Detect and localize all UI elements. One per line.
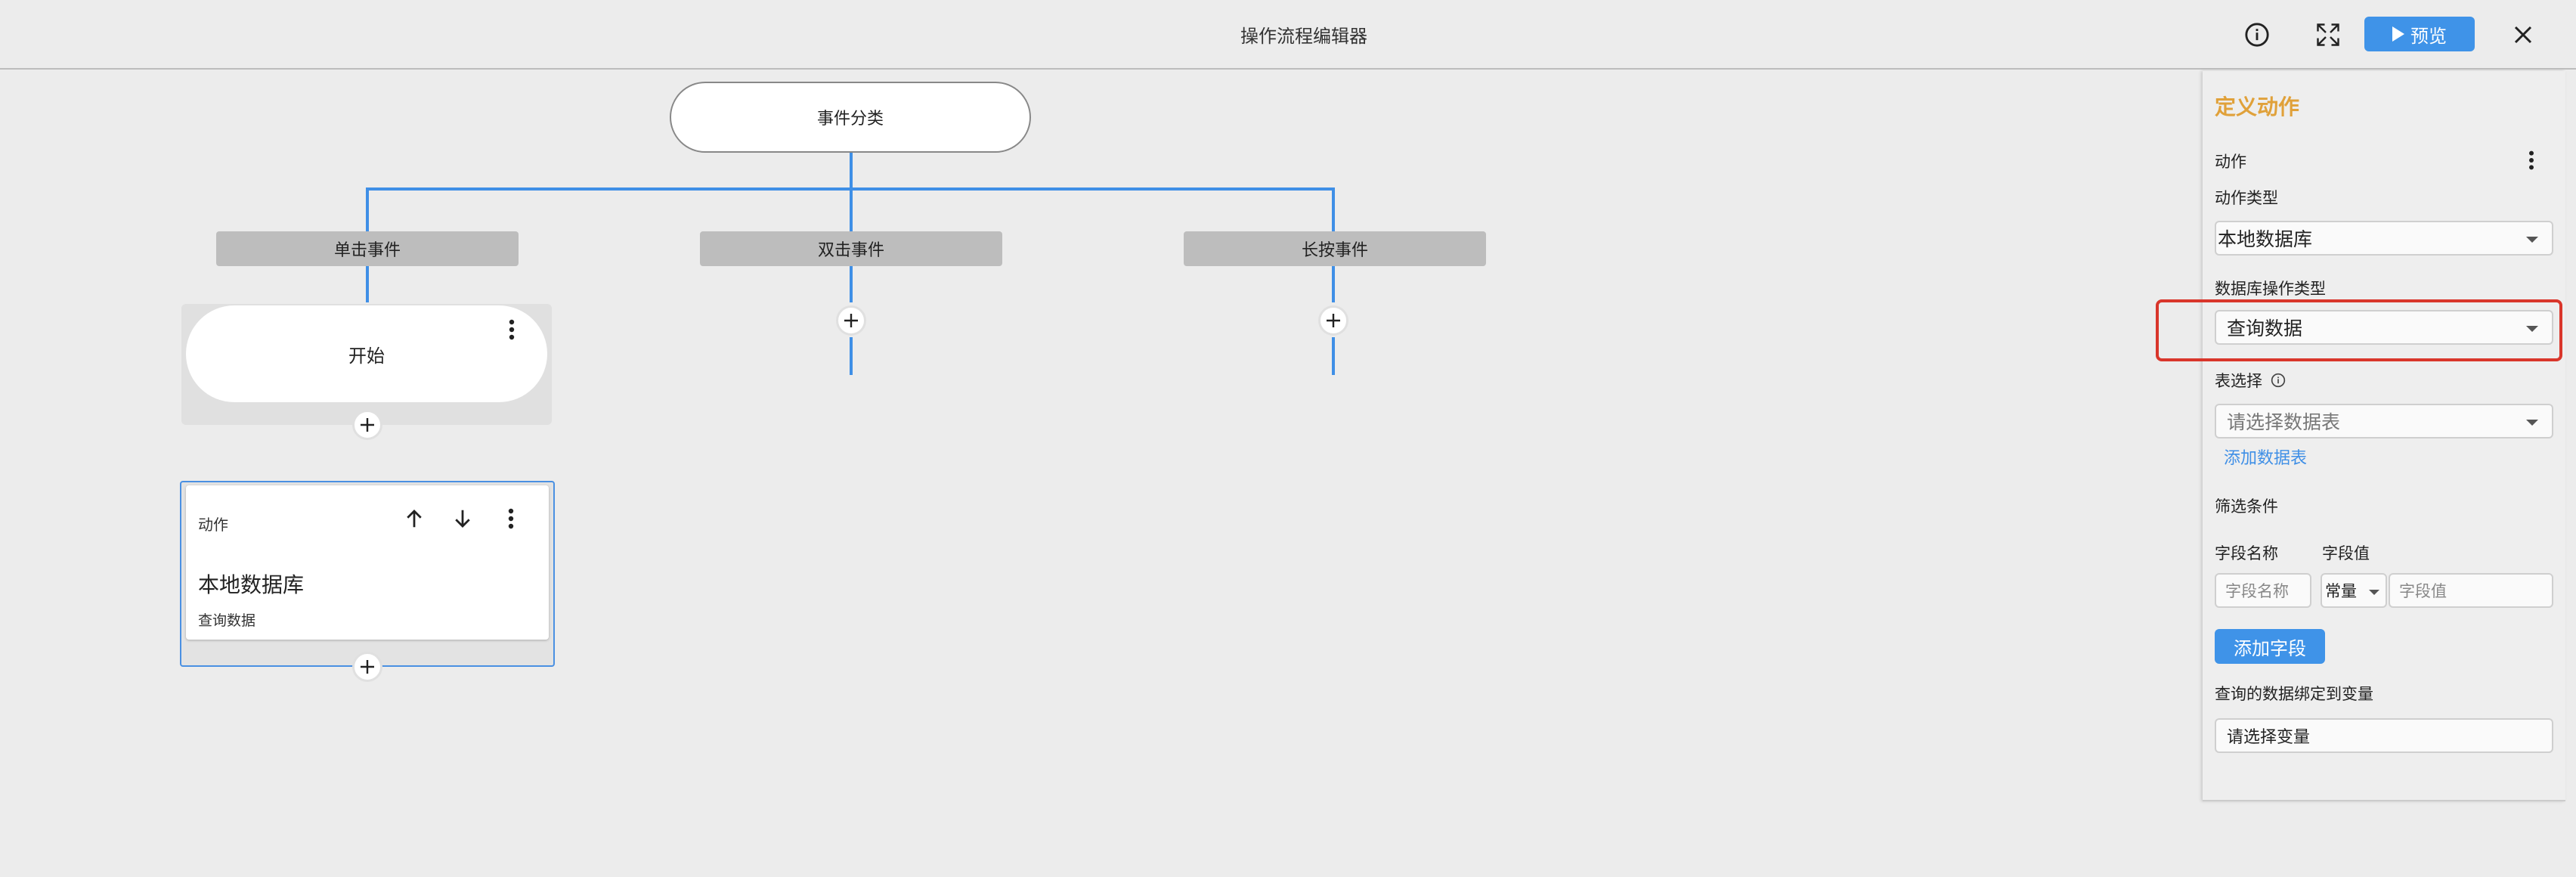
add-node-button[interactable] [1318, 305, 1348, 336]
field-value-label: 字段值 [2322, 544, 2370, 562]
start-node-more-icon[interactable] [500, 315, 523, 345]
plus-icon [1327, 314, 1340, 327]
chevron-down-icon [2369, 590, 2379, 595]
field-value-placeholder: 字段值 [2399, 582, 2447, 600]
action-node-more-icon[interactable] [496, 502, 526, 535]
move-up-icon[interactable] [399, 502, 429, 535]
event-node-double-click[interactable]: 双击事件 [700, 231, 1002, 266]
action-type-select[interactable]: 本地数据库 [2215, 221, 2553, 256]
value-type-value: 常量 [2325, 582, 2357, 600]
field-name-label: 字段名称 [2215, 544, 2278, 562]
add-node-button[interactable] [836, 305, 866, 336]
plus-icon [361, 418, 374, 432]
plus-icon [361, 660, 374, 674]
play-icon [2392, 26, 2404, 42]
move-down-icon[interactable] [447, 502, 478, 535]
bind-variable-placeholder: 请选择变量 [2227, 728, 2311, 747]
table-label: 表选择 [2215, 369, 2286, 392]
properties-panel: 定义动作 动作 动作类型 本地数据库 数据库操作类型 查询数据 表选择 请选择数… [2203, 71, 2565, 801]
info-icon[interactable] [2239, 17, 2275, 53]
close-icon[interactable] [2505, 17, 2541, 53]
panel-more-icon[interactable] [2520, 145, 2543, 175]
event-node-click[interactable]: 单击事件 [216, 231, 519, 266]
field-name-input[interactable]: 字段名称 [2215, 573, 2311, 608]
connector-line [1332, 337, 1335, 375]
preview-button[interactable]: 预览 [2364, 17, 2475, 51]
root-node-label: 事件分类 [816, 110, 884, 129]
value-type-select[interactable]: 常量 [2321, 573, 2387, 608]
preview-button-label: 预览 [2410, 25, 2447, 47]
add-table-link[interactable]: 添加数据表 [2224, 449, 2308, 468]
add-field-button[interactable]: 添加字段 [2215, 629, 2325, 664]
chevron-down-icon [2526, 237, 2538, 243]
event-node-label: 双击事件 [817, 241, 884, 260]
add-node-button[interactable] [352, 410, 382, 440]
event-node-label: 单击事件 [333, 241, 401, 260]
bind-variable-label: 查询的数据绑定到变量 [2215, 685, 2373, 703]
highlight-box [2156, 299, 2562, 361]
flow-canvas [0, 71, 2201, 877]
db-op-select[interactable]: 查询数据 [2215, 310, 2553, 345]
info-icon[interactable] [2271, 373, 2286, 392]
page-title: 操作流程编辑器 [1240, 26, 1367, 47]
chevron-down-icon [2526, 326, 2538, 332]
root-node[interactable]: 事件分类 [670, 82, 1031, 153]
chevron-down-icon [2526, 420, 2538, 426]
filter-label: 筛选条件 [2215, 497, 2278, 516]
db-op-label: 数据库操作类型 [2215, 280, 2326, 298]
action-node-title: 本地数据库 [198, 572, 305, 597]
table-label-text: 表选择 [2215, 372, 2262, 390]
action-node-subtitle: 查询数据 [198, 612, 256, 629]
action-node-card[interactable]: 动作 本地数据库 查询数据 [186, 485, 549, 640]
top-bar: 操作流程编辑器 预览 [0, 0, 2576, 70]
add-node-button[interactable] [352, 652, 382, 682]
field-value-input[interactable]: 字段值 [2389, 573, 2553, 608]
connector-line [850, 153, 853, 187]
add-field-button-label: 添加字段 [2234, 637, 2306, 659]
fullscreen-icon[interactable] [2310, 17, 2346, 53]
start-node[interactable]: 开始 [186, 305, 547, 402]
db-op-value: 查询数据 [2227, 318, 2303, 339]
panel-heading: 定义动作 [2215, 95, 2300, 119]
start-node-label: 开始 [348, 345, 385, 367]
action-node-label: 动作 [198, 516, 228, 534]
action-label: 动作 [2215, 153, 2246, 171]
field-name-placeholder: 字段名称 [2225, 582, 2289, 600]
event-node-label: 长按事件 [1301, 241, 1368, 260]
event-node-long-press[interactable]: 长按事件 [1184, 231, 1486, 266]
bind-variable-select[interactable]: 请选择变量 [2215, 718, 2553, 753]
table-select-placeholder: 请选择数据表 [2227, 411, 2341, 433]
action-type-value: 本地数据库 [2218, 228, 2313, 250]
plus-icon [844, 314, 858, 327]
action-type-label: 动作类型 [2215, 189, 2278, 207]
connector-line [850, 337, 853, 375]
table-select[interactable]: 请选择数据表 [2215, 404, 2553, 438]
